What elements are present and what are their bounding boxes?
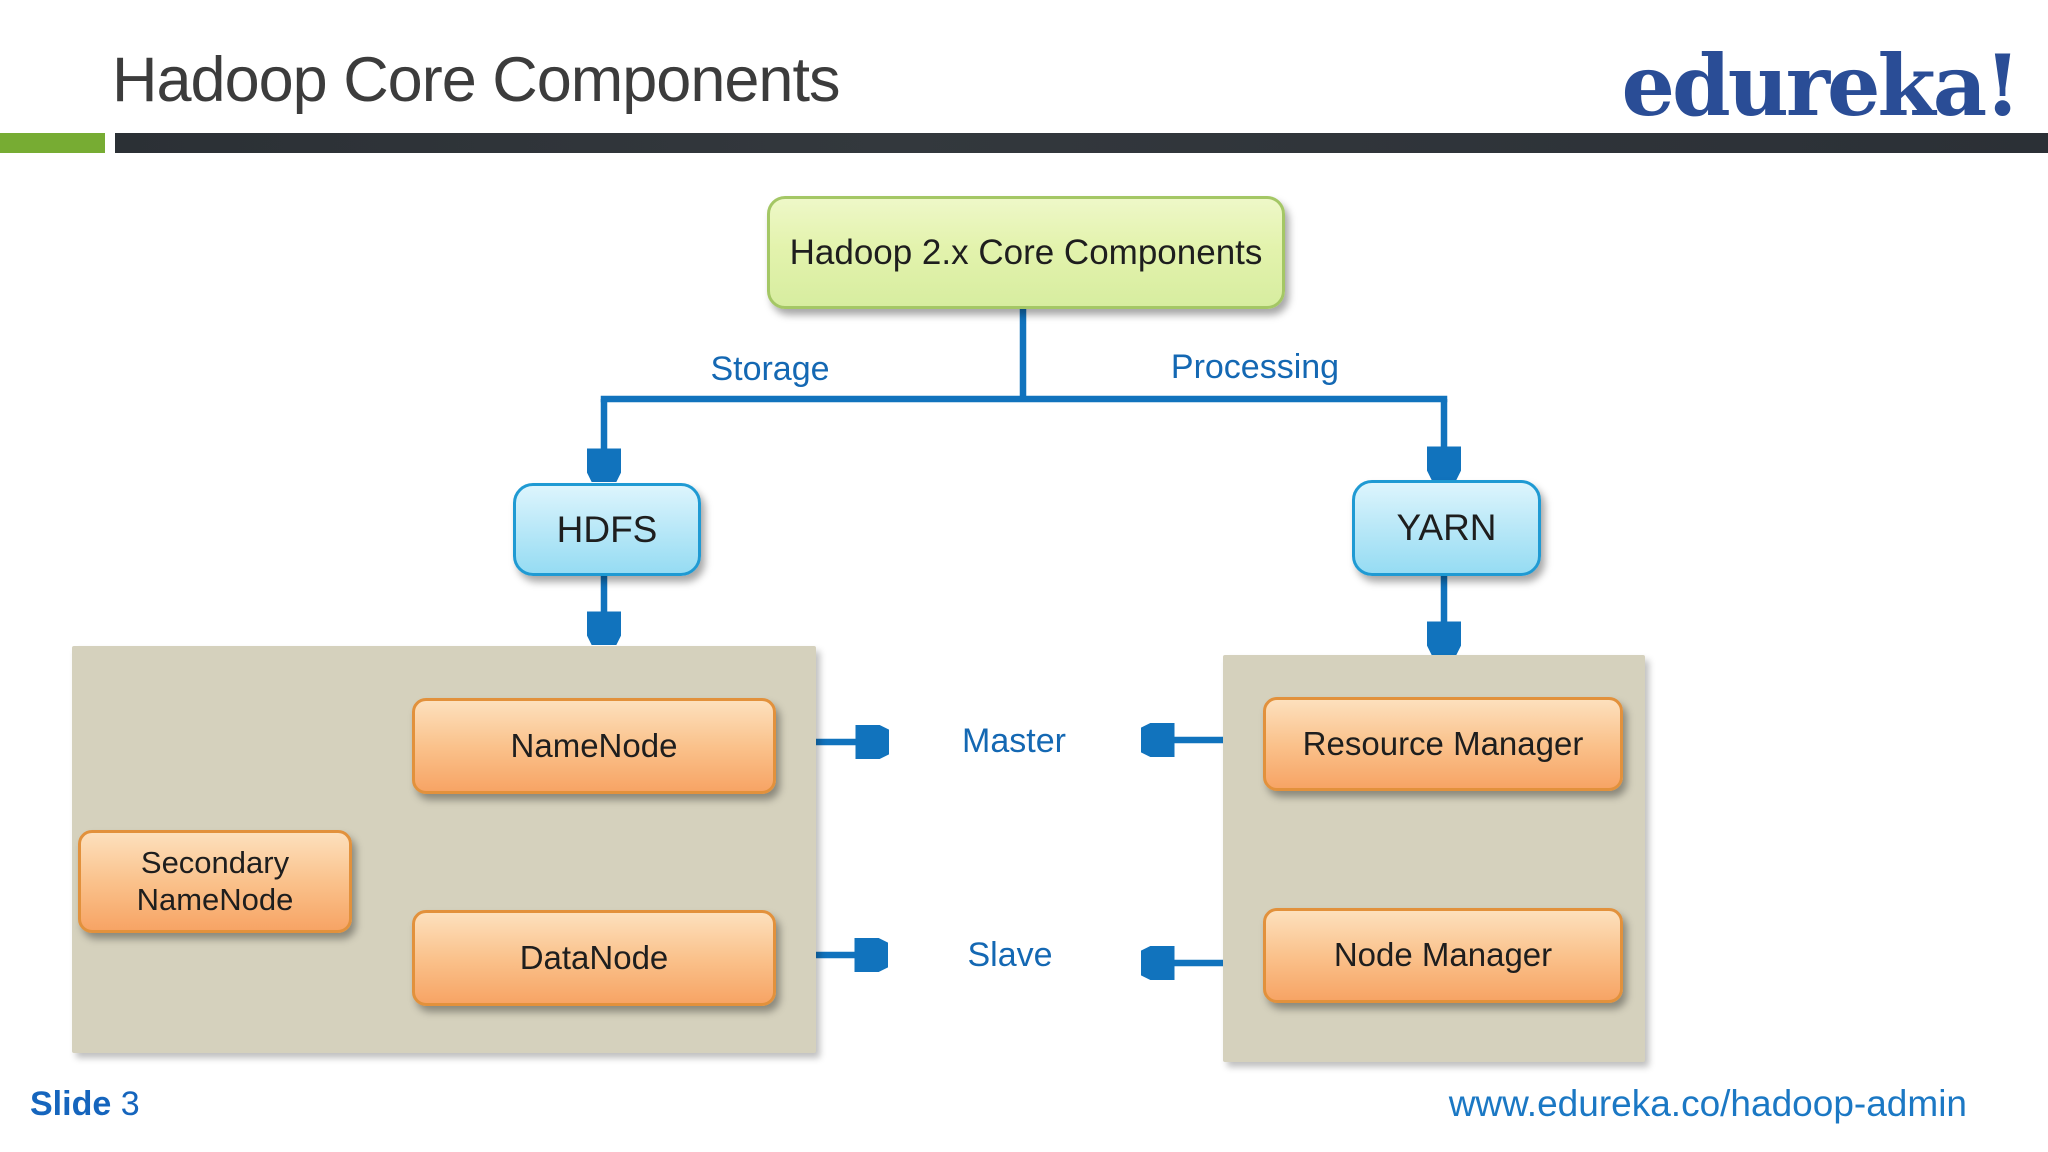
- node-secondary-namenode: Secondary NameNode: [78, 830, 352, 933]
- footer-slide-digit: 3: [120, 1085, 140, 1123]
- footer-slide-number: Slide 3: [30, 1085, 140, 1124]
- node-yarn: YARN: [1352, 480, 1541, 576]
- footer-url: www.edureka.co/hadoop-admin: [1448, 1083, 1967, 1124]
- node-node-manager-label: Node Manager: [1333, 936, 1553, 974]
- header-dark-bar: [115, 133, 2048, 153]
- label-master: Master: [962, 722, 1066, 760]
- header-green-accent: [0, 133, 105, 153]
- node-namenode: NameNode: [412, 698, 776, 794]
- node-hadoop-core-components-label: Hadoop 2.x Core Components: [789, 232, 1263, 272]
- branch-label-processing: Processing: [1170, 348, 1340, 386]
- node-hdfs-label: HDFS: [556, 508, 658, 550]
- edureka-logo: edureka!: [1621, 36, 2021, 135]
- node-node-manager: Node Manager: [1263, 908, 1623, 1003]
- node-secondary-namenode-label: Secondary NameNode: [136, 844, 294, 917]
- branch-label-storage: Storage: [710, 350, 830, 388]
- node-resource-manager-label: Resource Manager: [1302, 724, 1584, 762]
- label-slave: Slave: [967, 936, 1053, 974]
- node-datanode: DataNode: [412, 910, 776, 1006]
- node-datanode-label: DataNode: [519, 938, 669, 976]
- footer-slide-word: Slide: [30, 1085, 112, 1123]
- node-yarn-label: YARN: [1396, 507, 1497, 548]
- page-title: Hadoop Core Components: [112, 45, 840, 115]
- node-hdfs: HDFS: [513, 483, 701, 576]
- node-resource-manager: Resource Manager: [1263, 697, 1623, 791]
- node-hadoop-core-components: Hadoop 2.x Core Components: [767, 196, 1285, 309]
- node-namenode-label: NameNode: [510, 726, 678, 764]
